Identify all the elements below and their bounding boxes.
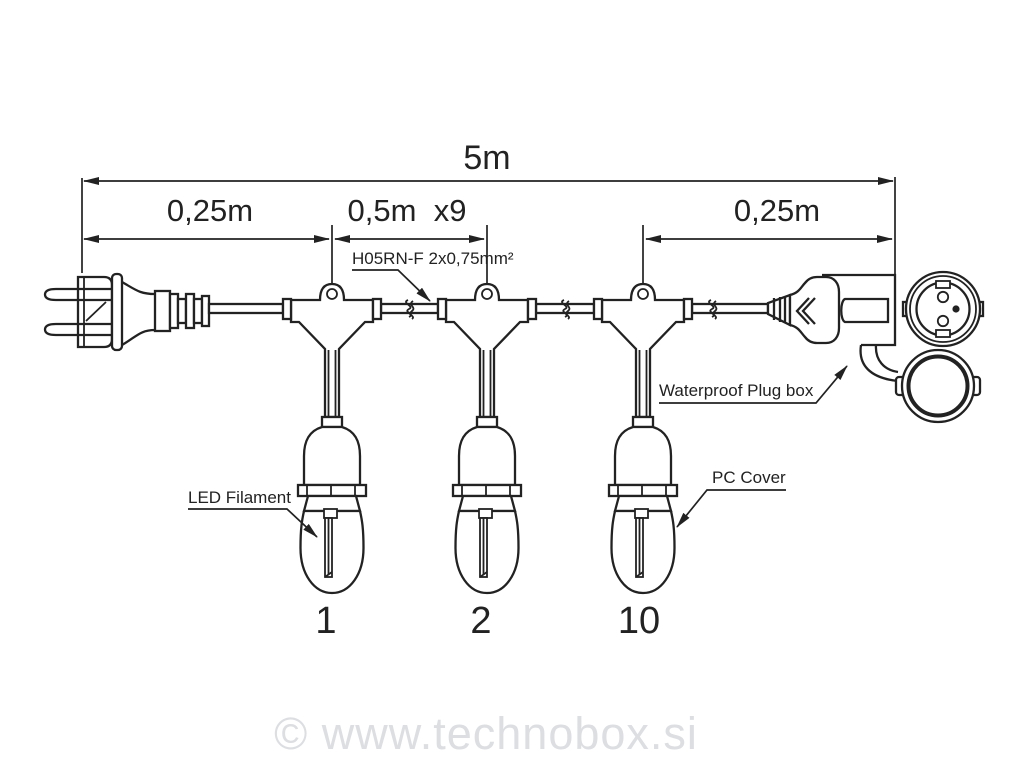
coupler-body	[788, 275, 841, 345]
plug-box-outline	[822, 273, 897, 347]
socket-face	[901, 270, 985, 348]
cable-spec-callout: H05RN-F 2x0,75mm²	[352, 249, 514, 302]
led-filament-label: LED Filament	[188, 488, 291, 507]
plug-box-arrow	[659, 365, 848, 404]
socket-assembly-3	[592, 282, 694, 595]
dimension-total-label: 5m	[463, 139, 510, 177]
pc-cover-arrow	[676, 489, 786, 528]
plug-collar	[153, 289, 172, 333]
plug-prong-top	[43, 287, 112, 302]
pc-cover-label: PC Cover	[712, 468, 786, 487]
dimension-tail-label: 0,25m	[734, 193, 820, 228]
led-filament-arrow	[188, 508, 318, 538]
watermark: © www.technobox.si	[274, 708, 698, 759]
dimension-lead-label: 0,25m	[167, 193, 253, 228]
plug-prong-bottom	[43, 322, 112, 337]
cable-segment-4	[690, 302, 770, 315]
dimension-lines: 5m 0,25m 0,5m x9 0,25m	[81, 139, 896, 286]
cable-segment-1	[207, 302, 285, 315]
cable-spec-arrow	[352, 269, 431, 302]
waterproof-plug-box	[766, 270, 985, 424]
plug-flange	[110, 272, 124, 352]
plug-output	[840, 297, 890, 324]
cable-spec-label: H05RN-F 2x0,75mm²	[352, 249, 514, 268]
protective-cap	[894, 348, 982, 424]
socket-assembly-1	[281, 282, 383, 595]
pc-cover-callout: PC Cover	[676, 468, 786, 528]
power-plug	[43, 272, 211, 352]
socket-number-3: 10	[618, 600, 660, 642]
plug-box-callout: Waterproof Plug box	[659, 365, 848, 404]
cable-break-symbol	[561, 299, 571, 320]
cap-strap	[859, 344, 899, 383]
cable-break-symbol	[405, 299, 415, 320]
dimension-spacing-label: 0,5m x9	[348, 193, 467, 228]
cable-break-symbol	[708, 299, 718, 320]
led-filament-callout: LED Filament	[188, 488, 318, 538]
socket-assembly-2	[436, 282, 538, 595]
socket-number-1: 1	[315, 600, 336, 642]
plug-box-label: Waterproof Plug box	[659, 381, 814, 400]
socket-number-2: 2	[470, 600, 491, 642]
